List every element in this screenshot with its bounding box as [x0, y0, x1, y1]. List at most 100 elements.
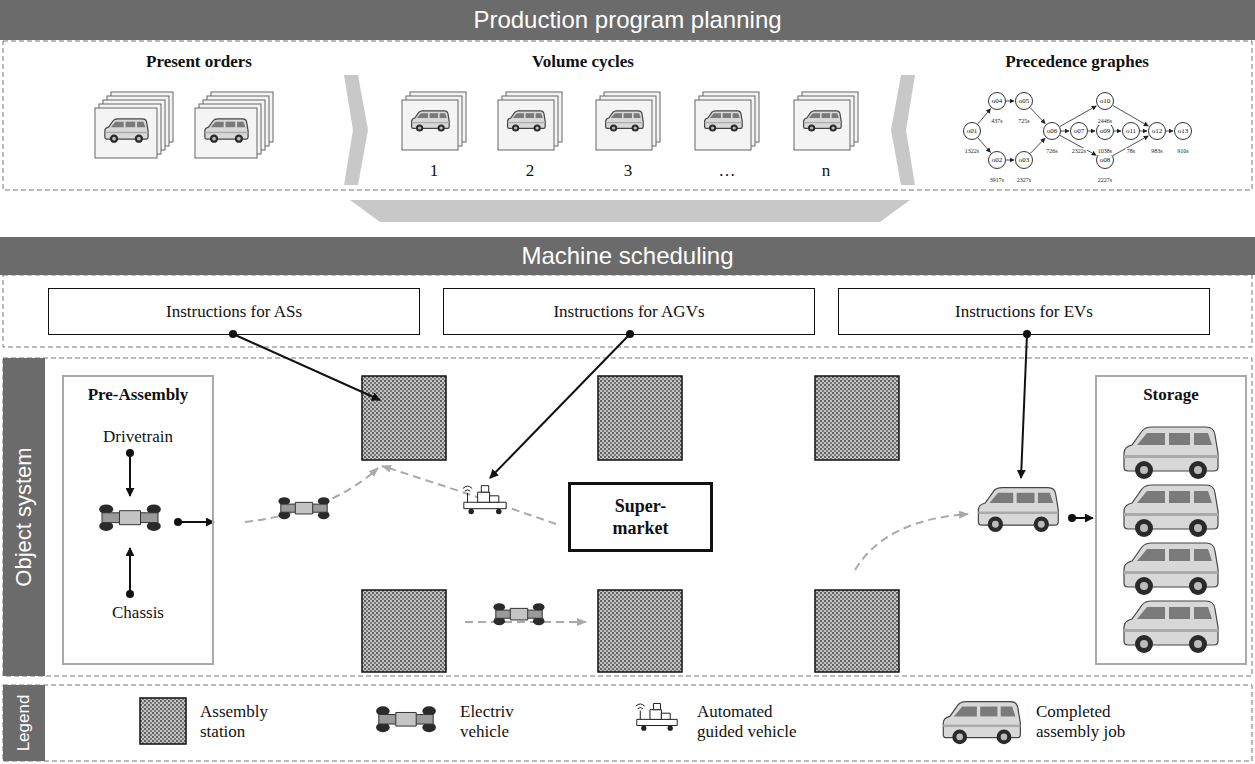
order-sheet [402, 100, 458, 150]
precedence-arrow [1030, 138, 1045, 153]
car-wheel [808, 124, 815, 131]
precedence-arrow [1030, 108, 1045, 124]
box-label: Super- market [601, 495, 681, 539]
car-trim [978, 512, 1058, 515]
band-strip: Object system [3, 358, 45, 676]
box-label: Instructions for ASs [166, 302, 302, 322]
car-wheel [534, 124, 541, 131]
car-window [226, 122, 236, 128]
legend-text: Electriv vehicle [460, 702, 532, 742]
car-wheel [830, 124, 837, 131]
car-wheel [110, 135, 118, 143]
car-trim [205, 132, 248, 133]
car-window [723, 113, 731, 118]
car-trim [1124, 571, 1218, 574]
car-window [111, 122, 124, 128]
operation-id: o01 [964, 123, 980, 139]
car-wheel [1034, 517, 1049, 532]
car-hub [1140, 524, 1148, 532]
cycle-number: 2 [526, 161, 535, 181]
car-window [809, 113, 820, 118]
car-window [1194, 549, 1212, 561]
precedence-node: o102446s [1096, 92, 1114, 110]
car-window [137, 122, 145, 128]
agv-wheel [668, 726, 673, 731]
section-heading: Volume cycles [532, 52, 634, 72]
car-wheel [512, 124, 519, 131]
car-window [1169, 433, 1190, 445]
car-hub [536, 126, 539, 129]
dot [126, 590, 134, 598]
chassis-icon [376, 706, 436, 732]
car-window [1001, 707, 1016, 717]
instruction-box: Instructions for EVs [838, 288, 1210, 335]
car-window [513, 113, 524, 118]
car-wheel [1189, 519, 1207, 537]
flow-path [382, 466, 556, 524]
dot [1068, 514, 1076, 522]
instruction-box: Instructions for ASs [48, 288, 420, 335]
agv-box [653, 704, 660, 710]
operation-time: 2322s [1071, 148, 1087, 155]
battery-pack [396, 712, 416, 726]
car-window [1137, 433, 1165, 445]
car-icon [1124, 543, 1218, 595]
car-window [710, 113, 721, 118]
car-hub [612, 126, 615, 129]
car-hub [1194, 582, 1202, 590]
section-band: Pre-AssemblyDrivetrainChassisSuper- mark… [3, 358, 1252, 676]
operation-time: 437s [990, 118, 1003, 125]
order-stack [95, 92, 173, 158]
operation-time: 1038s [1097, 148, 1113, 155]
agv-box [481, 486, 488, 492]
car-window [634, 113, 641, 118]
car-window [624, 113, 632, 118]
chassis-arrow [129, 548, 131, 594]
arrow-dots [126, 330, 1076, 598]
car-hub [514, 126, 517, 129]
car-window [1169, 549, 1190, 561]
car-trim [1124, 513, 1218, 516]
dot [126, 449, 134, 457]
operation-id: o12 [1149, 123, 1165, 139]
cycle-number: 1 [430, 161, 439, 181]
precedence-node: o12983s [1148, 122, 1166, 140]
instruction-arrow [490, 334, 630, 478]
car-window [832, 113, 839, 118]
order-stack [195, 92, 273, 158]
car-wheel [952, 730, 967, 745]
car-window [611, 113, 622, 118]
car-icon [1124, 601, 1218, 653]
car-trim [705, 122, 743, 123]
assembly-station [598, 376, 682, 460]
dot [626, 330, 634, 338]
part-name: Drivetrain [64, 427, 212, 447]
operation-id: o06 [1044, 123, 1060, 139]
order-stack [794, 92, 858, 150]
section-band: Instructions for ASs Instructions for AGV… [0, 237, 1255, 347]
legend-band: LegendAssembly stationElectriv vehicleAu… [3, 685, 1252, 761]
precedence-arrow [1088, 131, 1095, 132]
car-icon [705, 111, 743, 132]
car-wheel [1135, 635, 1153, 653]
legend-text: Assembly station [200, 702, 278, 742]
car-window [211, 122, 224, 128]
operation-time: 2327s [1016, 177, 1032, 184]
operation-id: o04 [989, 93, 1005, 109]
agv-box [478, 492, 490, 502]
drivetrain-arrow [129, 453, 131, 496]
order-sheet [596, 100, 652, 150]
box-label: Instructions for AGVs [553, 302, 704, 322]
car-window [1169, 491, 1190, 503]
precedence-node: o04437s [988, 92, 1006, 110]
order-sheet [498, 100, 554, 150]
car-window [1194, 433, 1212, 445]
agv-wheel [496, 509, 502, 515]
agv-antenna [463, 486, 472, 502]
precedence-node: o011322s [963, 122, 981, 140]
car-icon [1124, 485, 1218, 537]
operation-time: 725s [1017, 118, 1030, 125]
order-stack [402, 92, 466, 150]
car-window [430, 113, 438, 118]
